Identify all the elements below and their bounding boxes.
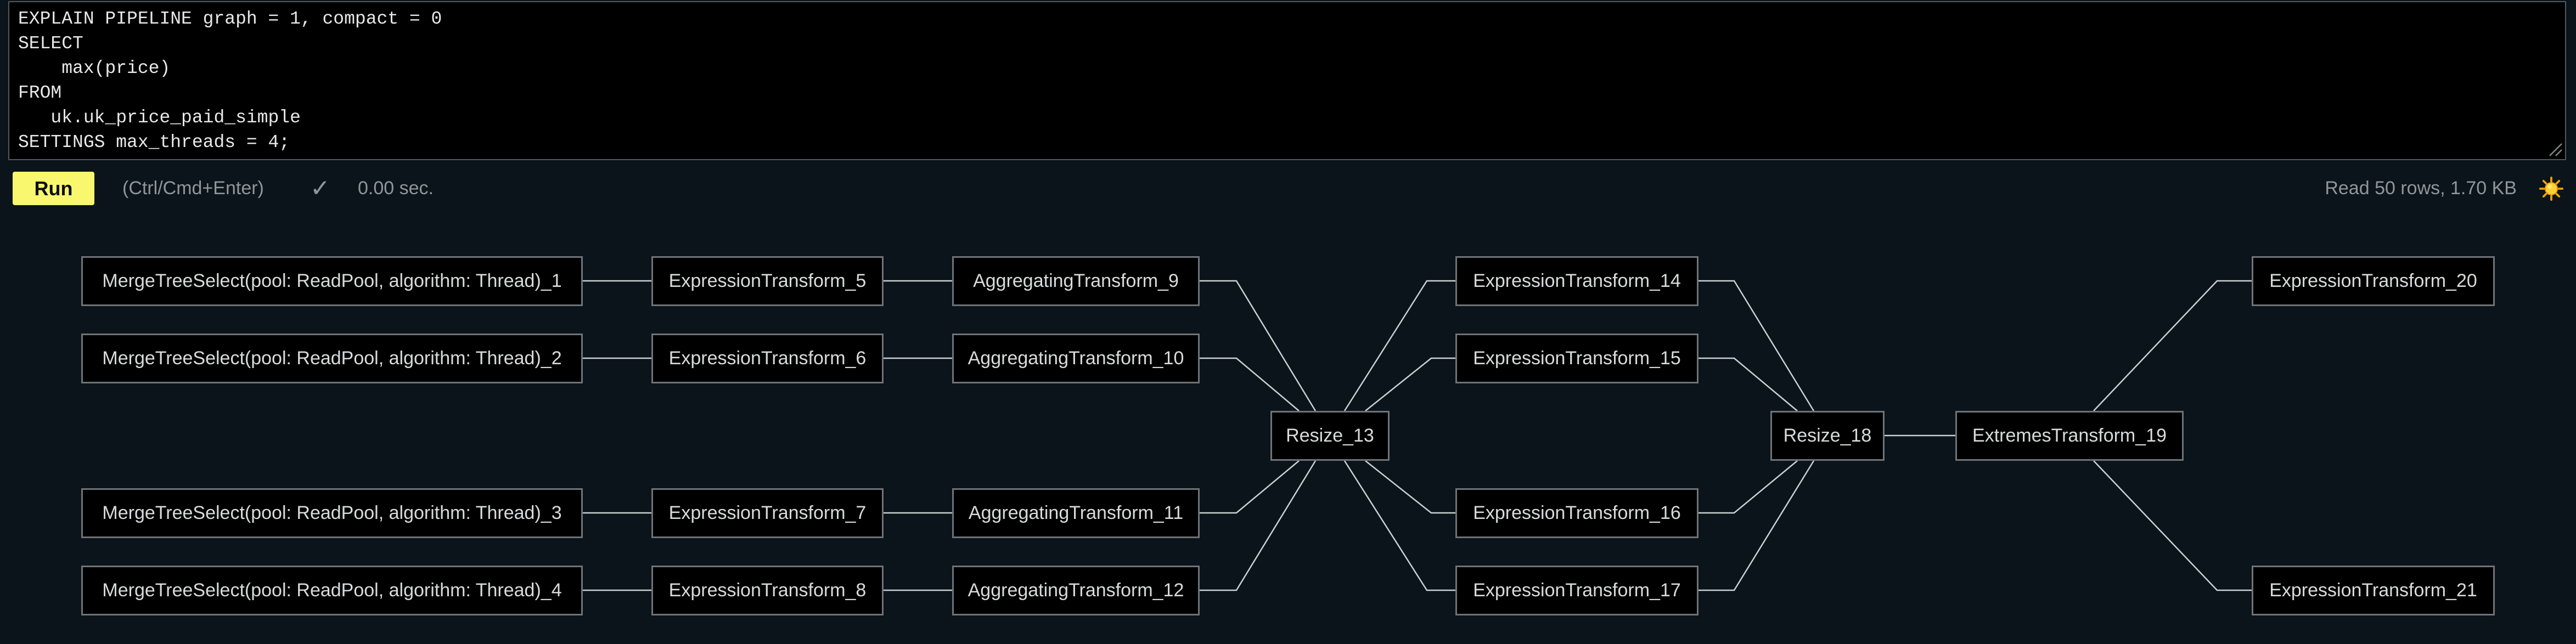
pipeline-node-ExpressionTransform_17: ExpressionTransform_17	[1455, 566, 1698, 615]
run-shortcut-hint: (Ctrl/Cmd+Enter)	[122, 178, 264, 199]
pipeline-node-ExpressionTransform_5: ExpressionTransform_5	[651, 256, 884, 306]
pipeline-edge-Resize_13--ExpressionTransform_15	[1365, 357, 1455, 411]
pipeline-node-Resize_18: Resize_18	[1770, 411, 1885, 461]
pipeline-node-AggregatingTransform_12: AggregatingTransform_12	[952, 566, 1200, 615]
sql-editor-container: EXPLAIN PIPELINE graph = 1, compact = 0 …	[8, 1, 2566, 160]
pipeline-edge-Resize_13--ExpressionTransform_14	[1343, 280, 1455, 411]
pipeline-edge-Resize_13--ExpressionTransform_17	[1343, 460, 1455, 591]
pipeline-node-ExpressionTransform_21: ExpressionTransform_21	[2252, 566, 2495, 615]
resize-grip-icon[interactable]	[2549, 143, 2563, 157]
check-icon: ✓	[310, 174, 330, 202]
run-button[interactable]: Run	[13, 172, 94, 205]
pipeline-node-MergeTreeSelect_3: MergeTreeSelect(pool: ReadPool, algorith…	[81, 488, 583, 538]
pipeline-node-ExpressionTransform_7: ExpressionTransform_7	[651, 488, 884, 538]
pipeline-edge-AggregatingTransform_12--Resize_13	[1200, 460, 1317, 591]
pipeline-edge-ExtremesTransform_19--ExpressionTransform_21	[2093, 460, 2252, 591]
pipeline-node-MergeTreeSelect_2: MergeTreeSelect(pool: ReadPool, algorith…	[81, 334, 583, 383]
pipeline-node-AggregatingTransform_10: AggregatingTransform_10	[952, 334, 1200, 383]
pipeline-node-MergeTreeSelect_1: MergeTreeSelect(pool: ReadPool, algorith…	[81, 256, 583, 306]
pipeline-node-Resize_13: Resize_13	[1270, 411, 1390, 461]
pipeline-node-ExpressionTransform_20: ExpressionTransform_20	[2252, 256, 2495, 306]
pipeline-node-ExpressionTransform_8: ExpressionTransform_8	[651, 566, 884, 615]
pipeline-edge-ExpressionTransform_14--Resize_18	[1698, 280, 1815, 411]
pipeline-node-ExpressionTransform_15: ExpressionTransform_15	[1455, 334, 1698, 383]
pipeline-node-ExpressionTransform_14: ExpressionTransform_14	[1455, 256, 1698, 306]
sun-icon[interactable]	[2539, 176, 2564, 201]
pipeline-edge-AggregatingTransform_10--Resize_13	[1200, 357, 1300, 411]
pipeline-edge-AggregatingTransform_11--Resize_13	[1200, 460, 1300, 514]
pipeline-node-ExtremesTransform_19: ExtremesTransform_19	[1955, 411, 2184, 461]
pipeline-node-ExpressionTransform_6: ExpressionTransform_6	[651, 334, 884, 383]
sql-editor[interactable]: EXPLAIN PIPELINE graph = 1, compact = 0 …	[8, 1, 2566, 160]
read-stats: Read 50 rows, 1.70 KB	[2325, 178, 2517, 199]
pipeline-node-ExpressionTransform_16: ExpressionTransform_16	[1455, 488, 1698, 538]
pipeline-node-AggregatingTransform_9: AggregatingTransform_9	[952, 256, 1200, 306]
pipeline-node-MergeTreeSelect_4: MergeTreeSelect(pool: ReadPool, algorith…	[81, 566, 583, 615]
elapsed-time: 0.00 sec.	[358, 178, 434, 199]
result-stats-group: Read 50 rows, 1.70 KB	[2325, 172, 2564, 205]
pipeline-edge-ExtremesTransform_19--ExpressionTransform_20	[2093, 280, 2252, 411]
pipeline-edge-ExpressionTransform_15--Resize_18	[1698, 357, 1798, 411]
pipeline-edge-Resize_13--ExpressionTransform_16	[1365, 460, 1455, 514]
pipeline-node-AggregatingTransform_11: AggregatingTransform_11	[952, 488, 1200, 538]
pipeline-edge-AggregatingTransform_9--Resize_13	[1200, 280, 1317, 411]
pipeline-edge-ExpressionTransform_16--Resize_18	[1698, 460, 1798, 514]
pipeline-edge-ExpressionTransform_17--Resize_18	[1698, 460, 1815, 591]
